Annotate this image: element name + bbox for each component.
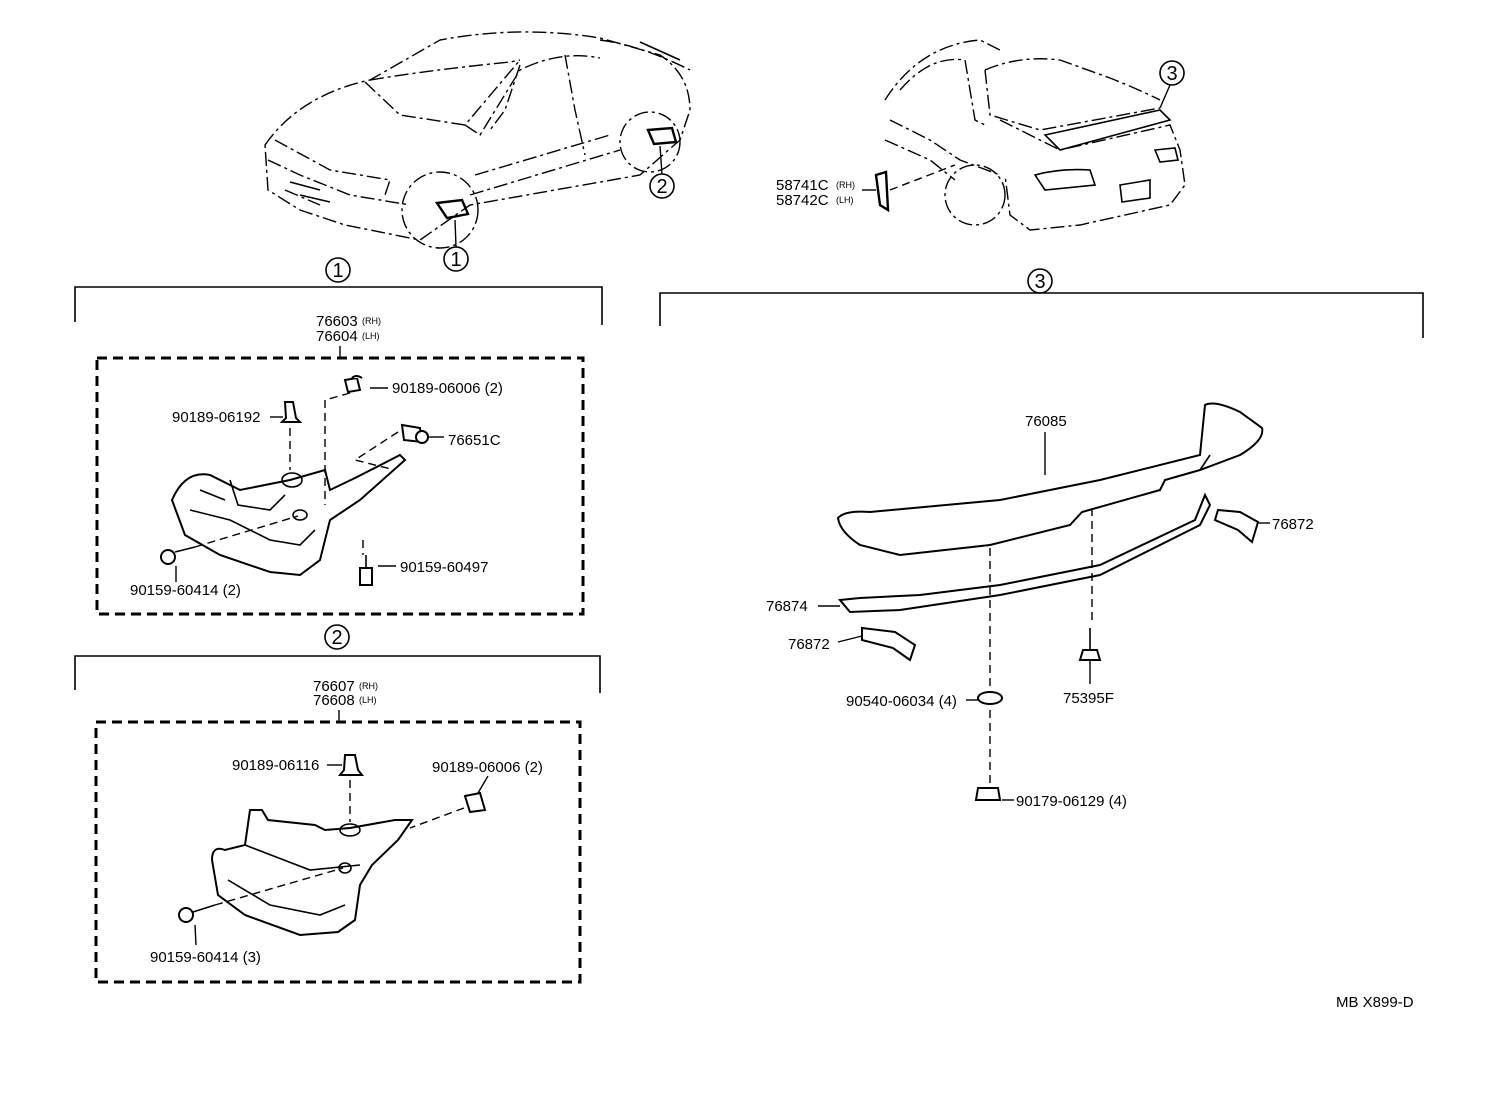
svg-text:76608: 76608 <box>313 692 355 709</box>
group-1-box <box>95 356 585 616</box>
rear-car-callout-3: 3 <box>1159 60 1185 109</box>
svg-text:76872: 76872 <box>1272 516 1314 533</box>
group-3-washer: 90540-06034 (4) <box>846 548 1003 710</box>
group-3-pad-left: 76872 <box>788 626 917 662</box>
svg-text:76603: 76603 <box>316 313 358 330</box>
svg-text:76651C: 76651C <box>448 432 501 449</box>
rear-part-label-rh: 58741C (RH) <box>776 177 855 194</box>
group-2-screw: 90159-60414 (3) <box>150 867 344 966</box>
svg-text:90189-06192: 90189-06192 <box>172 409 260 426</box>
group-3-seal: 76874 <box>766 492 1212 615</box>
svg-text:(LH): (LH) <box>362 331 380 341</box>
svg-text:2: 2 <box>331 627 342 649</box>
svg-text:90159-60497: 90159-60497 <box>400 559 488 576</box>
rear-car-illustration <box>874 39 1186 231</box>
svg-text:76604: 76604 <box>316 328 358 345</box>
group-3-nut: 90179-06129 (4) <box>974 710 1127 810</box>
group-1-screw-b: 90159-60414 (2) <box>130 515 299 599</box>
svg-text:(LH): (LH) <box>359 695 377 705</box>
front-car-illustration <box>264 31 691 249</box>
group-1-mudguard <box>170 453 407 577</box>
svg-text:76872: 76872 <box>788 636 830 653</box>
drawing-code: MB X899-D <box>1336 994 1414 1011</box>
svg-text:1: 1 <box>450 249 461 271</box>
svg-text:90540-06034 (4): 90540-06034 (4) <box>846 693 957 710</box>
group-2-clip-a: 90189-06116 <box>232 754 365 822</box>
svg-text:(RH): (RH) <box>836 180 855 190</box>
rear-part-label-lh: 58742C (LH) <box>776 192 854 209</box>
svg-text:(RH): (RH) <box>362 316 381 326</box>
group-1-clip-a: 90189-06006 (2) <box>324 375 503 505</box>
front-car-callout-1: 1 <box>443 219 469 272</box>
svg-text:90189-06116: 90189-06116 <box>232 757 319 774</box>
svg-text:2: 2 <box>656 176 667 198</box>
svg-text:(RH): (RH) <box>359 681 378 691</box>
group-2-main-label: 76607 (RH) 76608 (LH) <box>313 678 378 722</box>
group-3-pad-right: 76872 <box>1213 508 1314 544</box>
front-car-callout-2: 2 <box>649 145 675 199</box>
group-3-spoiler: 76085 <box>836 402 1264 557</box>
group-1-main-label: 76603 (RH) 76604 (LH) <box>316 313 381 358</box>
svg-text:76085: 76085 <box>1025 413 1067 430</box>
group-1-nut: 76651C <box>353 423 501 471</box>
svg-text:1: 1 <box>332 260 343 282</box>
svg-text:90189-06006 (2): 90189-06006 (2) <box>432 759 543 776</box>
svg-text:58742C: 58742C <box>776 192 829 209</box>
group-1-clip-b: 90189-06192 <box>172 401 303 470</box>
group-3-bolt: 75395F <box>1063 508 1114 707</box>
group-2-header: 2 <box>74 624 601 693</box>
svg-text:58741C: 58741C <box>776 177 829 194</box>
svg-text:76607: 76607 <box>313 678 355 695</box>
group-3-header: 3 <box>659 268 1424 338</box>
svg-text:75395F: 75395F <box>1063 690 1114 707</box>
svg-text:(LH): (LH) <box>836 195 854 205</box>
svg-text:90159-60414 (2): 90159-60414 (2) <box>130 582 241 599</box>
svg-text:90179-06129 (4): 90179-06129 (4) <box>1016 793 1127 810</box>
group-2-clip-b: 90189-06006 (2) <box>409 759 543 829</box>
group-2-box <box>94 720 582 984</box>
svg-text:3: 3 <box>1034 271 1045 293</box>
group-1-screw-a: 90159-60497 <box>359 540 488 586</box>
svg-text:3: 3 <box>1166 63 1177 85</box>
group-1-header: 1 <box>74 257 603 325</box>
svg-text:90189-06006 (2): 90189-06006 (2) <box>392 380 503 397</box>
svg-text:76874: 76874 <box>766 598 808 615</box>
svg-text:90159-60414 (3): 90159-60414 (3) <box>150 949 261 966</box>
group-2-mudguard <box>210 809 414 937</box>
